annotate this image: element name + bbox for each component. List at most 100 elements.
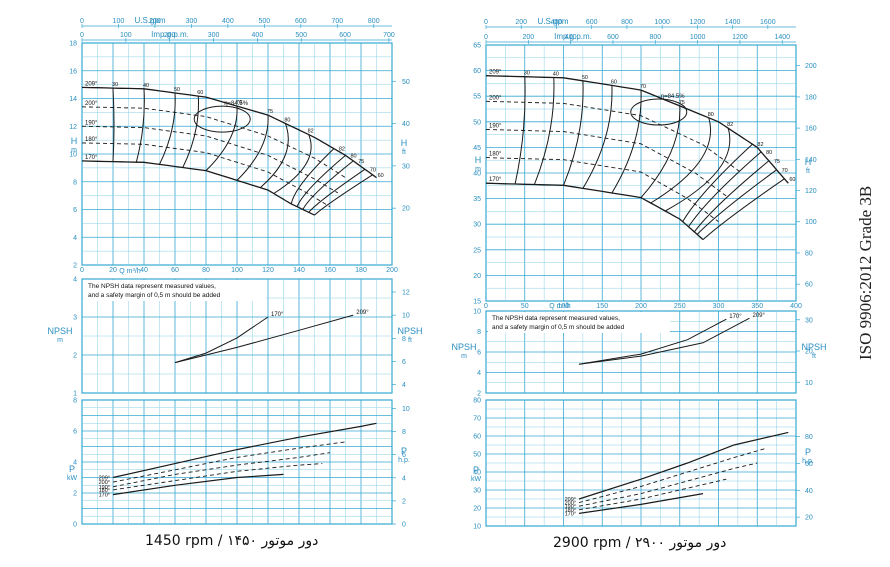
c0-q-axis-label: Q m³/h xyxy=(119,268,140,275)
c0-impeller-label: 209° xyxy=(85,81,98,87)
c0-imp-tick-label: 600 xyxy=(339,32,351,39)
c0-eff-line xyxy=(273,134,312,194)
c1-eff-label: 60 xyxy=(611,79,617,85)
c0-imp-tick-label: 400 xyxy=(252,32,264,39)
c0-eff-label: 60 xyxy=(197,90,203,96)
c1-eff-line xyxy=(640,105,681,198)
c1-eff-line xyxy=(582,85,613,189)
c0-head-curve-190deg xyxy=(81,125,339,194)
c0-eff-line xyxy=(236,115,269,181)
c1-power-hp-label: 40 xyxy=(805,488,813,495)
c1-eff-line xyxy=(563,80,584,186)
c1-impeller-label: 180° xyxy=(489,152,502,158)
c1-power-ylabel: P xyxy=(473,465,479,475)
c0-eff-label: 75 xyxy=(267,109,273,115)
c0-power-curve-label: 209° xyxy=(99,476,110,482)
c0-head-curve-200deg xyxy=(81,106,346,178)
c1-head-y-tick: 55 xyxy=(473,94,481,101)
c1-us-tick-label: 1200 xyxy=(690,19,706,26)
c1-us-tick-label: 1600 xyxy=(760,19,776,26)
c1-imp-tick-label: 1200 xyxy=(732,34,748,41)
c0-eta-island xyxy=(193,105,251,133)
c0-eff-label: 50 xyxy=(174,87,180,93)
c1-head-grid xyxy=(485,44,797,302)
c1-head-y-tick: 65 xyxy=(473,43,481,50)
c0-imp-tick-label: 200 xyxy=(164,32,176,39)
c1-head-curve-209deg xyxy=(485,75,789,184)
c1-impeller-label: 170° xyxy=(489,177,502,183)
c0-note-box xyxy=(84,280,266,301)
c1-head-ft-label: 60 xyxy=(805,282,813,289)
c1-power-curve-label: 170° xyxy=(565,511,576,517)
c0-power-curve xyxy=(112,422,377,479)
c0-npsh-curve xyxy=(174,314,354,364)
c1-head-y-tick: 40 xyxy=(473,171,481,178)
c1-eff-label: 75 xyxy=(679,100,685,106)
c0-eff-line xyxy=(205,106,238,171)
c0-eff-line xyxy=(159,92,176,165)
c0-power-y-tick: 0 xyxy=(73,522,77,529)
c1-power-hp-axis-unit: h.p. xyxy=(802,458,814,465)
c1-eff-label: 82 xyxy=(727,122,733,128)
c1-power-curve xyxy=(578,431,789,500)
c0-npsh-y-tick: 1 xyxy=(73,391,77,398)
c1-eff-right-label: 60 xyxy=(789,177,795,183)
iso-grade-label: ISO 9906:2012 Grade 3B xyxy=(856,185,875,360)
c1-npsh-ft-axis-unit: ft xyxy=(812,353,816,360)
c1-head-y-tick: 45 xyxy=(473,145,481,152)
c0-eff-right-label: 75 xyxy=(358,159,364,165)
c0-head-y-tick: 8 xyxy=(73,179,77,186)
c1-q-axis-label: Q m³/h xyxy=(549,303,570,310)
c1-eff-arc xyxy=(688,151,762,228)
c1-head-ft-label: 100 xyxy=(805,219,817,226)
c1-imp-tick-label: 200 xyxy=(522,34,534,41)
c1-eff-line xyxy=(664,128,731,212)
c0-npsh-ft-label: 8 xyxy=(402,336,406,343)
c0-eff-arc xyxy=(296,155,346,207)
c0-power-hp-axis-label: P xyxy=(401,446,407,456)
c0-note-line1: The NPSH data represent measured values, xyxy=(88,283,216,290)
c0-power-y-tick: 4 xyxy=(73,460,77,467)
c1-npsh-ft-axis-label: NPSH xyxy=(801,342,826,352)
c0-npsh-curve-label: 170° xyxy=(271,312,284,318)
c0-impeller-label: 180° xyxy=(85,137,98,143)
c0-us-tick-label: 700 xyxy=(331,18,343,25)
c1-eff-label: 40 xyxy=(553,72,559,78)
c1-head-curve-180deg xyxy=(485,157,719,222)
c1-eff-line xyxy=(650,117,711,204)
c1-impeller-label: 200° xyxy=(489,95,502,101)
c1-us-tick-label: 0 xyxy=(484,19,488,26)
c1-q-tick: 200 xyxy=(635,303,647,310)
c0-head-y-tick: 16 xyxy=(69,68,77,75)
c0-head-y-tick: 10 xyxy=(69,152,77,159)
c0-q-tick: 0 xyxy=(80,267,84,274)
c1-head-y-tick: 30 xyxy=(473,222,481,229)
c1-eff-line xyxy=(533,77,555,185)
c1-npsh-curve xyxy=(578,318,727,365)
c0-npsh-curve xyxy=(174,316,269,364)
c1-us-tick-label: 200 xyxy=(515,19,527,26)
c1-head-y-tick: 20 xyxy=(473,273,481,280)
c1-us-tick-label: 1400 xyxy=(725,19,741,26)
c0-power-curve xyxy=(112,441,346,483)
c0-eff-line xyxy=(112,88,115,162)
c1-imp-axis-label: Imp.g.p.m. xyxy=(554,32,592,41)
c0-npsh-curve-label: 209° xyxy=(356,310,369,316)
c0-power-hp-axis-unit: h.p. xyxy=(398,457,410,464)
c1-head-ft-label: 180 xyxy=(805,94,817,101)
c0-power-curve-label: 190° xyxy=(99,485,110,491)
c1-power-y-tick: 10 xyxy=(473,524,481,531)
c1-power-y-tick: 30 xyxy=(473,488,481,495)
c0-power-curve-label: 170° xyxy=(99,493,110,499)
c0-q-tick: 40 xyxy=(140,267,148,274)
c1-power-curve xyxy=(578,448,766,504)
c0-us-tick-label: 0 xyxy=(80,18,84,25)
c0-eff-label: 80 xyxy=(284,117,290,123)
c1-impeller-label: 190° xyxy=(489,123,502,129)
c0-eff-label: 82 xyxy=(308,129,314,135)
c1-us-tick-label: 800 xyxy=(621,19,633,26)
c0-eta-label: η=84.5% xyxy=(224,101,249,107)
c0-note-line2: and a safety margin of 0,5 m should be a… xyxy=(88,292,221,299)
c1-head-y-tick: 35 xyxy=(473,196,481,203)
